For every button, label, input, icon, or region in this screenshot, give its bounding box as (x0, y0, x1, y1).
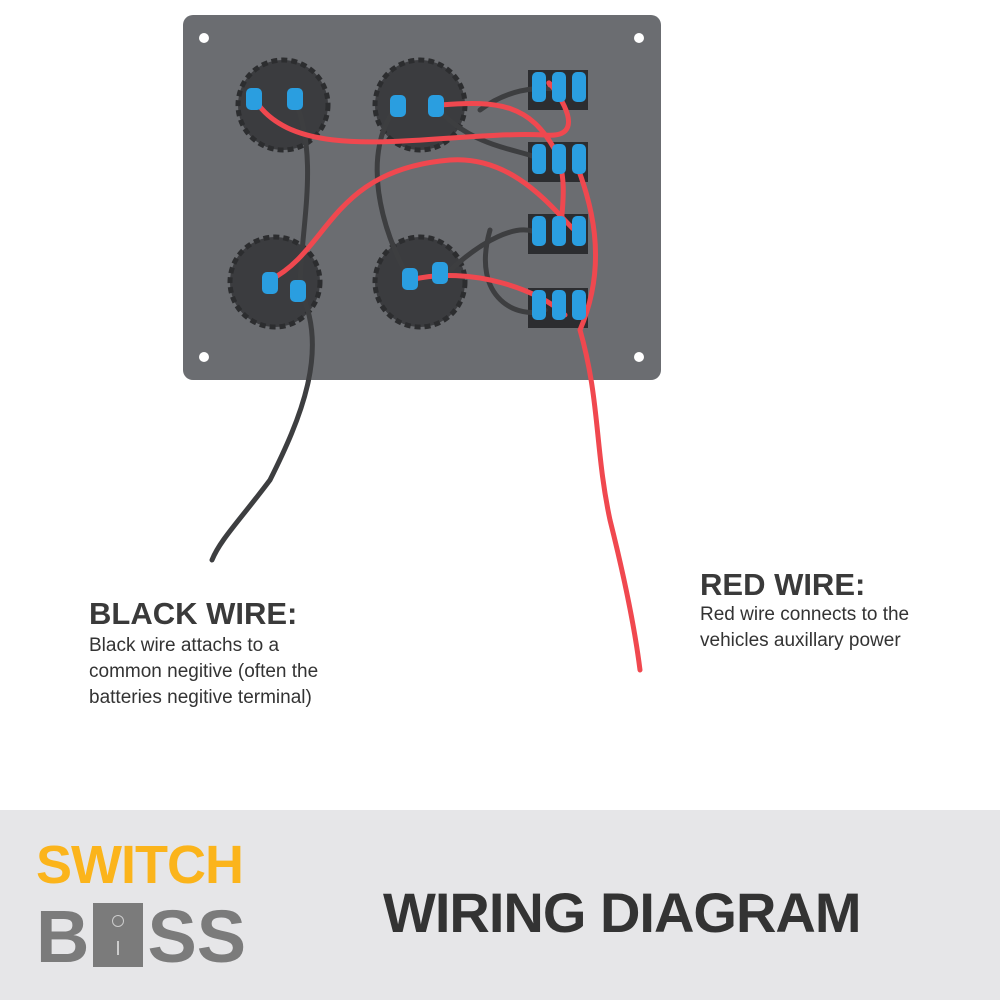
logo-b: B (36, 895, 90, 978)
black-wire-title: BLACK WIRE: (89, 596, 298, 631)
logo-switch-text: SWITCH (36, 835, 244, 895)
page-title: WIRING DIAGRAM (383, 881, 862, 944)
footer-banner: SWITCH B SS WIRING DIAGRAM (0, 810, 1000, 1000)
blue-connectors (246, 72, 586, 320)
black-wire-description: Black wire attachs to a common negitive … (89, 635, 319, 708)
logo-ss: SS (147, 895, 247, 978)
rocker-switch-icon (93, 903, 144, 967)
red-wire-title: RED WIRE: (700, 567, 866, 602)
logo-boss-text: B SS (36, 900, 246, 974)
switch-panel-illustration (183, 15, 661, 673)
mounting-holes (199, 33, 644, 362)
red-wire-description: Red wire connects to the vehicles auxill… (700, 604, 910, 651)
